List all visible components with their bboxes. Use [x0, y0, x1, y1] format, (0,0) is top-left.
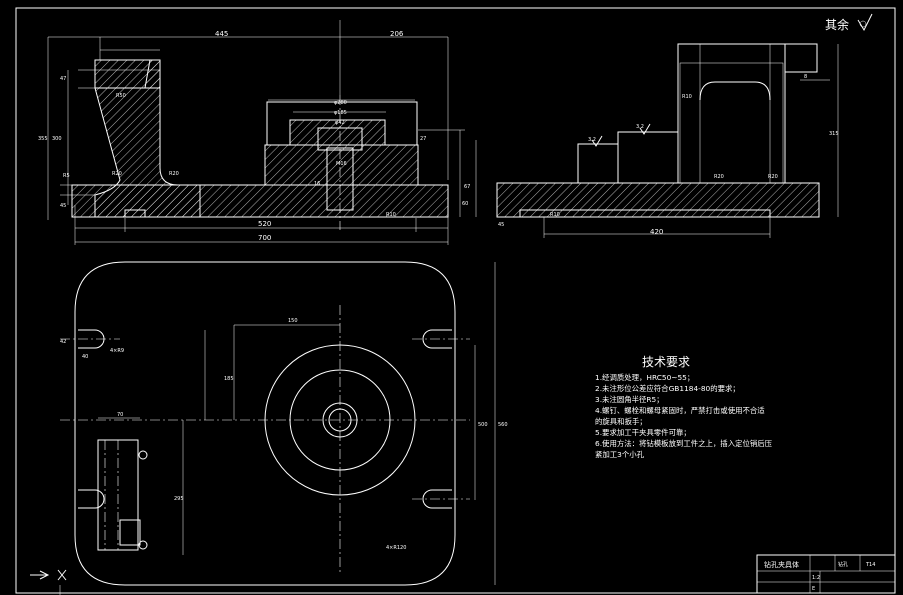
svg-text:3.2: 3.2	[636, 124, 644, 130]
side-view: 420 315 8 3.2 3.2 R10 R10 R20 R20 45	[496, 43, 839, 238]
tech-item: 5.要求加工干夹具零件可靠；	[595, 428, 691, 437]
tech-item: 4.螺钉、螺栓和螺母紧固时，严禁打击或使用不合适	[595, 406, 765, 415]
svg-text:R20: R20	[169, 171, 179, 177]
sheet-border	[15, 7, 896, 594]
svg-text:520: 520	[258, 220, 271, 228]
svg-text:φ42: φ42	[335, 120, 345, 126]
svg-text:206: 206	[390, 30, 404, 38]
plan-outer-circle	[264, 344, 416, 496]
svg-text:16: 16	[314, 181, 320, 187]
svg-text:45: 45	[60, 203, 66, 209]
svg-text:φ280: φ280	[334, 100, 347, 106]
svg-text:185: 185	[224, 376, 234, 382]
title-block: 钻孔夹具体 钻孔 T14 1:2 E	[756, 554, 896, 594]
svg-text:R20: R20	[768, 174, 778, 180]
svg-text:42: 42	[60, 339, 66, 345]
svg-text:R20: R20	[112, 171, 122, 177]
tech-item: 6.使用方法：将钻模板放到工件之上，插入定位销后压	[595, 439, 773, 448]
front-boss	[264, 119, 419, 186]
roughness-note: 其余	[825, 13, 873, 32]
tech-title: 技术要求	[642, 355, 690, 369]
svg-text:45: 45	[498, 222, 504, 228]
svg-text:4×R9: 4×R9	[110, 348, 124, 354]
svg-text:300: 300	[52, 136, 62, 142]
plan-outline	[74, 261, 456, 586]
svg-text:315: 315	[829, 131, 839, 137]
side-upright	[677, 43, 786, 184]
svg-text:R10: R10	[386, 212, 396, 218]
svg-text:R20: R20	[714, 174, 724, 180]
svg-text:40: 40	[82, 354, 88, 360]
svg-text:R5: R5	[63, 173, 70, 179]
svg-text:150: 150	[288, 318, 298, 324]
technical-requirements: 技术要求 1.经调质处理，HRC50~55； 2.未注形位公差应符合GB1184…	[595, 355, 773, 459]
plan-view: 150 185 70 500 560 295 4×R120 4×R9 40 42	[59, 261, 508, 595]
tech-item: 紧加工3个小孔	[595, 450, 645, 459]
svg-text:67: 67	[464, 184, 470, 190]
svg-text:1:2: 1:2	[812, 575, 820, 581]
title-block-name: 钻孔夹具体	[764, 560, 799, 569]
svg-text:R50: R50	[116, 93, 126, 99]
svg-text:R10: R10	[550, 212, 560, 218]
svg-text:445: 445	[215, 30, 228, 38]
ucs-axis-icon	[30, 569, 67, 581]
tech-item: 2.未注形位公差应符合GB1184-80的要求；	[595, 384, 740, 393]
svg-text:560: 560	[498, 422, 508, 428]
svg-text:295: 295	[174, 496, 184, 502]
front-view: 445 206 φ280 φ185 φ42 27 60 67 47 355 30…	[38, 20, 477, 245]
svg-text:8: 8	[804, 74, 807, 80]
tech-item: 的旋具和扳手；	[595, 417, 647, 426]
svg-text:其余: 其余	[825, 17, 849, 32]
svg-text:3.2: 3.2	[588, 137, 596, 143]
svg-text:355: 355	[38, 136, 48, 142]
svg-text:47: 47	[60, 76, 66, 82]
tech-item: 1.经调质处理，HRC50~55；	[595, 373, 694, 382]
svg-text:T14: T14	[865, 562, 875, 568]
svg-text:27: 27	[420, 136, 426, 142]
svg-text:M16: M16	[336, 161, 347, 167]
svg-text:500: 500	[478, 422, 488, 428]
side-base	[496, 182, 820, 218]
svg-text:4×R120: 4×R120	[386, 545, 406, 551]
front-upright-top	[94, 59, 161, 89]
svg-text:700: 700	[258, 234, 271, 242]
front-upright	[94, 59, 201, 218]
svg-text:E: E	[812, 586, 815, 592]
svg-text:70: 70	[117, 412, 123, 418]
svg-text:60: 60	[462, 201, 468, 207]
tech-item: 3.未注圆角半径R5；	[595, 395, 664, 404]
svg-text:钻孔: 钻孔	[838, 561, 848, 568]
svg-text:φ185: φ185	[334, 110, 347, 116]
svg-text:R10: R10	[682, 94, 692, 100]
svg-text:420: 420	[650, 228, 663, 236]
